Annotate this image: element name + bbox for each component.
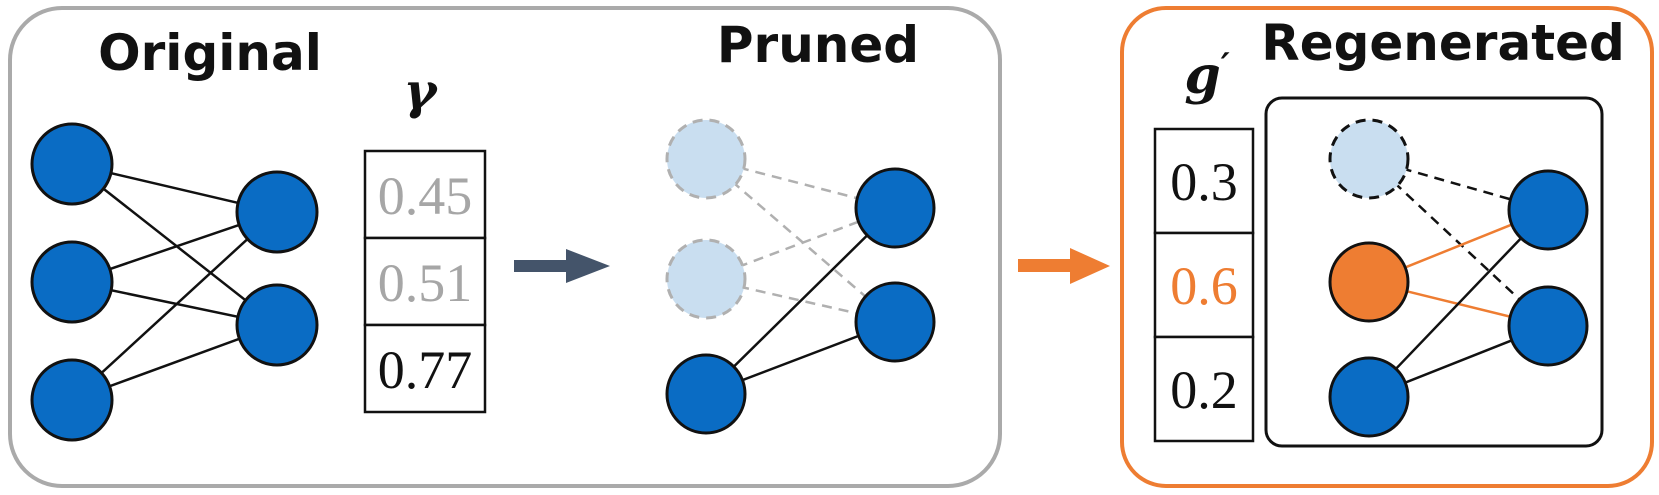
g-prime-cell (1153, 335, 1255, 443)
input-node (30, 122, 114, 206)
output-node (1507, 169, 1589, 251)
input-node (30, 240, 114, 324)
prune-arrow (514, 249, 610, 283)
output-node (235, 170, 319, 254)
original-pruned-panel (8, 6, 1002, 488)
pruned-nodes (665, 118, 936, 435)
output-node (1507, 285, 1589, 367)
g-prime-symbol: g′ (1184, 45, 1229, 106)
g-prime-value: 0.2 (1170, 360, 1238, 420)
regenerated-nodes (1328, 118, 1589, 438)
g-prime-value: 0.6 (1170, 256, 1238, 316)
pruned-input-node (665, 238, 747, 320)
regenerated-title: Regenerated (1261, 14, 1625, 72)
output-node (235, 283, 319, 367)
gamma-value: 0.77 (378, 340, 473, 400)
gamma-value: 0.51 (378, 253, 473, 313)
regenerate-arrow (1018, 248, 1110, 284)
pruned-edge (1368, 158, 1549, 327)
regenerated-input-node (1328, 241, 1410, 323)
pruned-input-node (665, 118, 747, 200)
edge (705, 207, 896, 395)
g-prime-table: 0.3 0.6 0.2 (1153, 127, 1255, 443)
pruned-edge (705, 158, 896, 323)
gamma-value: 0.45 (378, 166, 473, 226)
gamma-cell (363, 236, 487, 327)
edge (1368, 209, 1549, 398)
g-prime-cell (1153, 127, 1255, 235)
pruned-title: Pruned (717, 16, 919, 74)
gamma-symbol: γ (403, 61, 438, 120)
edge (71, 211, 278, 401)
g-prime-cell (1153, 231, 1255, 339)
pruned-input-node (1328, 118, 1410, 200)
output-node (854, 281, 936, 363)
input-node (665, 353, 747, 435)
gamma-table: 0.45 0.51 0.77 (363, 149, 487, 414)
edge (71, 163, 278, 326)
g-symbol: g (1184, 45, 1220, 106)
regenerated-panel (1120, 6, 1654, 488)
prime-mark: ′ (1221, 46, 1230, 86)
original-nodes (30, 122, 319, 442)
g-prime-value: 0.3 (1170, 152, 1238, 212)
input-node (1328, 356, 1410, 438)
gamma-cell (363, 323, 487, 414)
input-node (30, 358, 114, 442)
output-node (854, 167, 936, 249)
regenerated-network-box (1264, 96, 1604, 448)
original-title: Original (98, 24, 322, 82)
